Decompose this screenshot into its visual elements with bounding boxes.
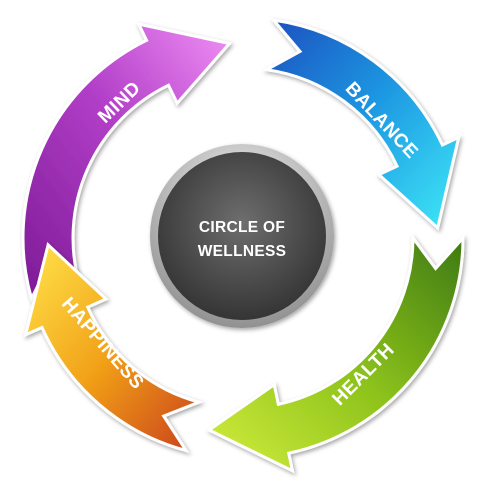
center-title-line2: WELLNESS — [198, 243, 287, 260]
cycle-arrows — [21, 18, 465, 474]
mind-arrow — [21, 21, 233, 303]
health-arrow — [206, 233, 465, 474]
happiness-arrow — [23, 241, 204, 453]
balance-arrow — [262, 18, 461, 231]
center-hub: CIRCLE OF WELLNESS — [150, 144, 334, 328]
hub-inner-disc — [158, 152, 326, 320]
center-title-line1: CIRCLE OF — [199, 219, 285, 236]
